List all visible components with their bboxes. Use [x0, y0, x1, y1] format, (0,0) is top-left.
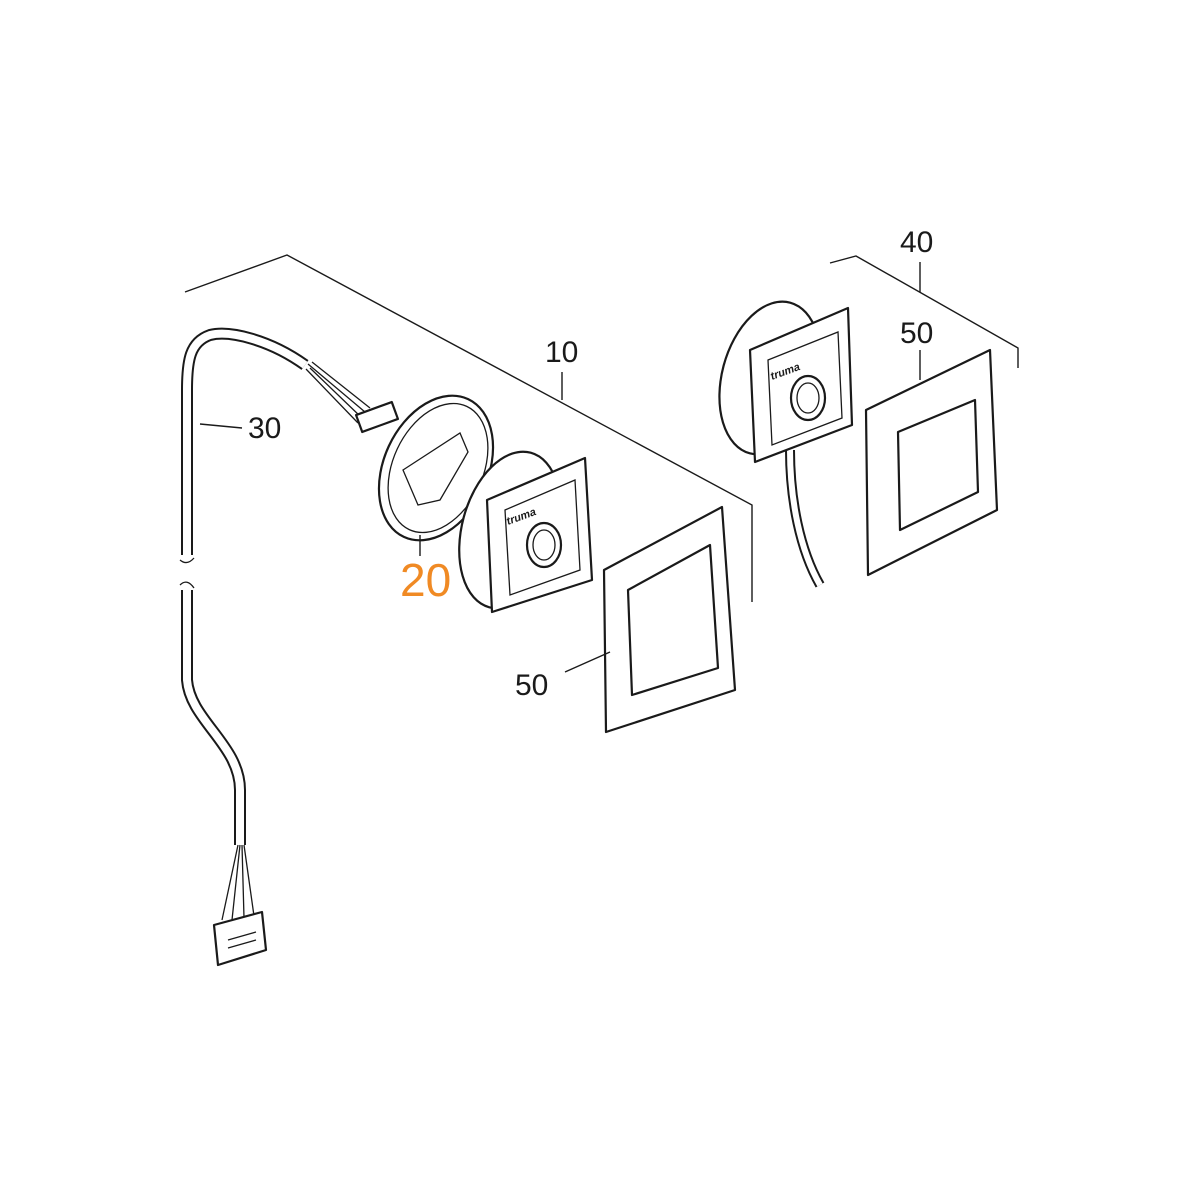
assembly-bracket-10 — [184, 254, 753, 602]
cable-harness-30 — [179, 327, 400, 967]
control-unit-40: truma — [718, 300, 854, 588]
callout-40: 40 — [900, 226, 933, 259]
assembly-bracket-40 — [829, 255, 1019, 368]
callout-50-right: 50 — [900, 317, 933, 350]
callout-10: 10 — [545, 336, 578, 369]
cover-frame-50-right — [864, 348, 999, 577]
leader-line-30 — [199, 423, 243, 429]
callout-30: 30 — [248, 412, 281, 445]
cover-frame-50-left — [602, 505, 737, 734]
control-unit-10: truma — [458, 450, 594, 614]
leader-line-50-left — [564, 651, 611, 673]
callout-20: 20 — [400, 554, 451, 606]
callout-50-left: 50 — [515, 669, 548, 702]
